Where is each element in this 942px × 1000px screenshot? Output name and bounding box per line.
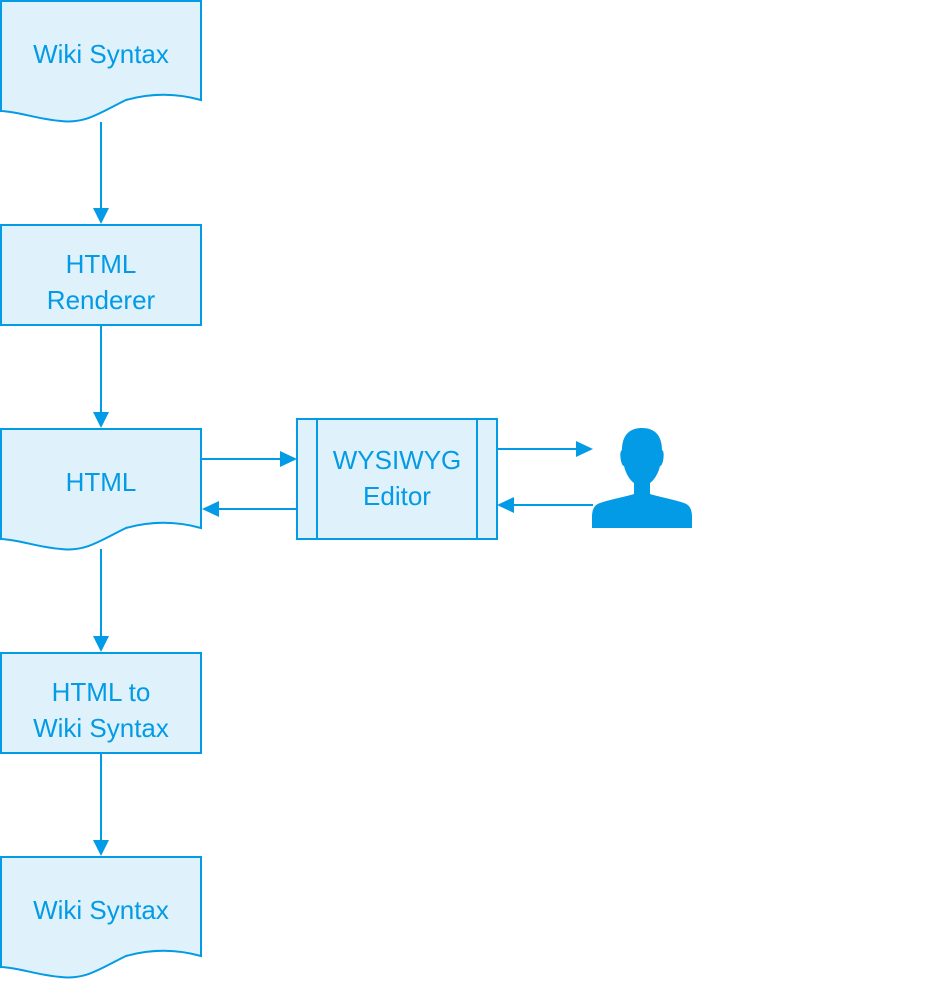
edge-html-to-converter <box>93 549 109 652</box>
node-label-line-1: HTML <box>66 249 137 279</box>
node-html-renderer: HTML Renderer <box>0 224 202 326</box>
predefined-process-shape <box>296 418 498 540</box>
node-label: HTML <box>66 467 137 497</box>
edge-editor-to-html <box>202 501 297 517</box>
arrowhead <box>576 441 593 457</box>
edge-renderer-to-html <box>93 325 109 428</box>
process-shape <box>0 652 202 754</box>
node-label-line-2: Renderer <box>47 285 156 315</box>
user-icon <box>592 428 692 528</box>
arrowhead <box>497 497 514 513</box>
user-body <box>592 489 692 528</box>
document-shape <box>0 428 202 551</box>
edge-user-to-editor <box>497 497 593 513</box>
arrowhead <box>93 208 109 224</box>
document-shape <box>0 0 202 123</box>
node-label: Wiki Syntax <box>33 895 169 925</box>
arrowhead <box>93 412 109 428</box>
user-head <box>620 428 664 492</box>
node-label-line-2: Wiki Syntax <box>33 713 169 743</box>
arrowhead <box>280 451 297 467</box>
node-wysiwyg-editor: WYSIWYG Editor <box>296 418 498 540</box>
node-html-to-wiki-syntax: HTML to Wiki Syntax <box>0 652 202 754</box>
edge-html-to-editor <box>202 451 297 467</box>
node-wiki-syntax-top: Wiki Syntax <box>0 0 202 123</box>
arrowhead <box>93 840 109 856</box>
edge-editor-to-user <box>497 441 593 457</box>
node-label-line-1: WYSIWYG <box>333 445 462 475</box>
node-wiki-syntax-bottom: Wiki Syntax <box>0 856 202 979</box>
node-label: Wiki Syntax <box>33 39 169 69</box>
edge-wiki-syntax-to-renderer <box>93 122 109 224</box>
node-label-line-2: Editor <box>363 481 431 511</box>
arrowhead <box>93 636 109 652</box>
arrowhead <box>202 501 219 517</box>
document-shape <box>0 856 202 979</box>
edge-converter-to-wiki-syntax <box>93 753 109 856</box>
node-html-document: HTML <box>0 428 202 551</box>
node-label-line-1: HTML to <box>52 677 151 707</box>
process-shape <box>0 224 202 326</box>
